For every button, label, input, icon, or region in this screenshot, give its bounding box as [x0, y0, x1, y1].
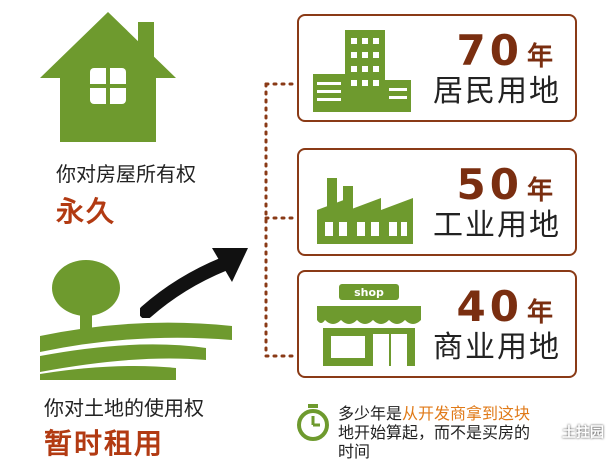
note-highlight: 从开发商拿到这块 — [402, 404, 531, 423]
house-duration: 永久 — [56, 195, 117, 228]
shop-sign-text: shop — [354, 286, 384, 299]
shop-icon: shop — [317, 284, 421, 366]
industrial-years-number: 50 — [456, 160, 523, 209]
house-icon — [40, 12, 176, 142]
timer-icon — [297, 404, 329, 441]
commercial-use-label: 商业用地 — [433, 330, 561, 365]
house-caption: 你对房屋所有权 — [56, 162, 196, 186]
watermark-text: 土拄园 — [562, 425, 604, 441]
residential-use-label: 居民用地 — [433, 74, 561, 109]
arrow-icon — [140, 248, 248, 318]
watermark: 土拄园 — [544, 422, 604, 442]
land-caption: 你对土地的使用权 — [44, 396, 204, 420]
factory-icon — [317, 178, 413, 244]
note-text: 多少年是从开发商拿到这块 地开始算起，而不是买房的 时间 — [338, 404, 608, 461]
commercial-years-number: 40 — [456, 282, 523, 331]
note-line-3: 时间 — [338, 442, 371, 461]
land-tree-icon — [40, 260, 232, 380]
note-lead: 多少年是 — [338, 404, 403, 423]
land-duration: 暂时租用 — [44, 427, 165, 460]
note-line-2: 地开始算起，而不是买房的 — [338, 423, 531, 442]
industrial-years-unit: 年 — [526, 176, 553, 206]
residential-years-number: 70 — [456, 26, 523, 75]
commercial-years-unit: 年 — [526, 298, 553, 328]
buildings-icon — [313, 30, 411, 112]
industrial-use-label: 工业用地 — [433, 208, 561, 243]
note-line-1: 多少年是从开发商拿到这块 — [338, 404, 608, 423]
wechat-icon — [544, 426, 558, 438]
dotted-connector — [264, 82, 298, 358]
residential-years-unit: 年 — [526, 42, 553, 72]
